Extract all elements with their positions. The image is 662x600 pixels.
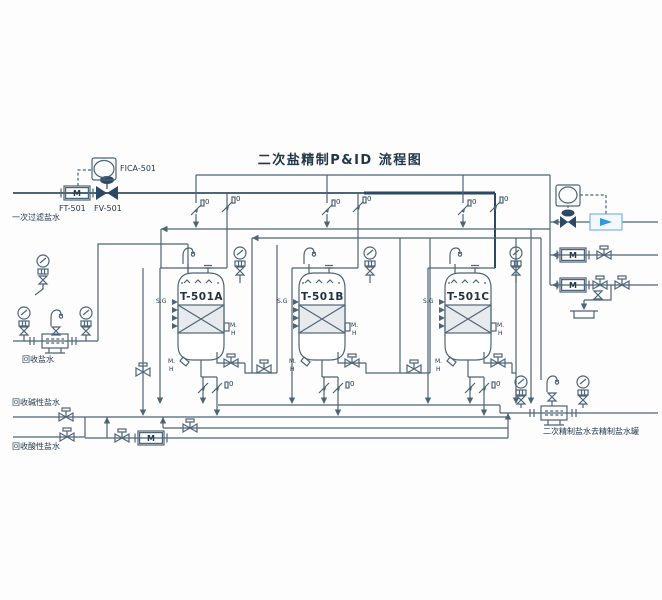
- right-motor-text-1: M: [569, 251, 577, 260]
- signal-line: [77, 169, 92, 186]
- mh-label: H: [436, 366, 441, 373]
- mh-label: M.: [168, 358, 176, 365]
- mh-label: H: [231, 330, 236, 337]
- vessel-tag-t501c: T-501C: [447, 291, 490, 303]
- mh-label: M.: [230, 322, 238, 329]
- mh-label: H: [290, 366, 295, 373]
- stream-label-recovered-brine: 回收盐水: [22, 355, 54, 364]
- sg-label-c: S.G: [423, 298, 434, 305]
- mh-label: M.: [289, 358, 297, 365]
- diagram-title: 二次盐精制P&ID 流程图: [257, 153, 423, 168]
- flow-control-loop: [60, 157, 118, 201]
- ft-motor-text: M: [73, 189, 81, 198]
- valve-spec: 0: [367, 195, 372, 203]
- mh-label: H: [352, 330, 357, 337]
- mh-label: H: [498, 330, 503, 337]
- valve-spec: 0: [229, 380, 234, 388]
- vessel-t501a: [97, 243, 252, 417]
- stream-label-recovered-alkaline: 回收碱性盐水: [12, 398, 60, 407]
- valve-spec: 0: [472, 198, 477, 206]
- sg-label-b: S.G: [277, 298, 288, 305]
- bottom-headers: [13, 268, 512, 446]
- recovered-brine-station: [13, 254, 98, 354]
- return-headers: [160, 225, 550, 405]
- stream-label-feed: 一次过滤盐水: [12, 213, 60, 222]
- ft-501-label: FT-501: [59, 204, 86, 213]
- fv-501-label: FV-501: [94, 204, 122, 213]
- valve-spec: 0: [504, 195, 509, 203]
- vessel-tag-t501b: T-501B: [301, 291, 344, 303]
- stream-label-recovered-acidic: 回收酸性盐水: [12, 442, 60, 451]
- valve-spec: 0: [336, 198, 341, 206]
- loop-seals: [251, 238, 542, 405]
- mh-label: H: [169, 366, 174, 373]
- pump-motor-text: M: [147, 434, 155, 443]
- valve-spec: 0: [350, 380, 355, 388]
- feed-pipe: [13, 191, 496, 268]
- valve-spec: 0: [205, 198, 210, 206]
- flow-direction-icon: [600, 218, 612, 226]
- mh-label: M.: [435, 358, 443, 365]
- mh-label: M.: [497, 322, 505, 329]
- vessel-feed-drops: [221, 193, 504, 268]
- vessel-t501c: [424, 247, 522, 417]
- stream-label-outlet: 二次精制盐水去精制盐水罐: [543, 427, 639, 436]
- right-station: [550, 184, 658, 319]
- outlet-station: [500, 375, 658, 426]
- drain-funnel-icon: [570, 310, 598, 319]
- right-motor-text-2: M: [569, 281, 577, 290]
- fica-501-label: FICA-501: [120, 164, 156, 173]
- sg-label-a: S.G: [156, 298, 167, 305]
- vessel-tag-t501a: T-501A: [180, 291, 224, 303]
- valve-spec: 0: [496, 380, 501, 388]
- top-header: [190, 174, 551, 285]
- vessel-t501b: [288, 247, 400, 417]
- mh-label: M.: [351, 322, 359, 329]
- valve-spec: 0: [236, 195, 241, 203]
